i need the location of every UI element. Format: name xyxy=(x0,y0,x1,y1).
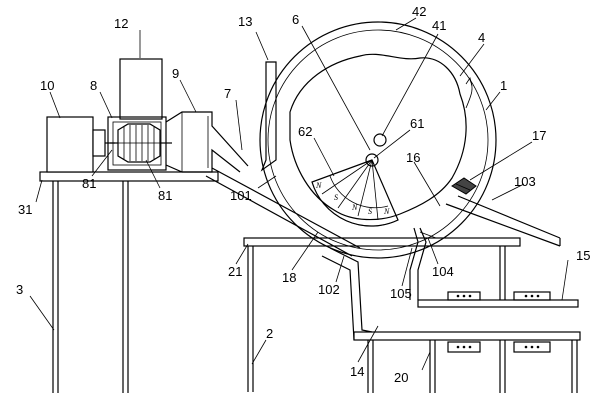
label-4: 4 xyxy=(478,30,485,45)
drum-core-4 xyxy=(289,53,467,221)
label-20: 20 xyxy=(394,370,408,385)
label-3: 3 xyxy=(16,282,23,297)
label-61: 61 xyxy=(410,116,424,131)
label-101: 101 xyxy=(230,188,252,203)
table-21 xyxy=(243,237,521,247)
drum-1 xyxy=(259,21,497,259)
label-41: 41 xyxy=(432,18,446,33)
label-14: 14 xyxy=(350,364,364,379)
label-15: 15 xyxy=(576,248,590,263)
label-104: 104 xyxy=(432,264,454,279)
left-support-frame xyxy=(39,171,219,393)
magnet-sector-62: N S N S N xyxy=(311,133,399,227)
top-plate-31 xyxy=(39,171,219,182)
label-9: 9 xyxy=(172,66,179,81)
label-102: 102 xyxy=(318,282,340,297)
lower-frame-14 xyxy=(353,331,581,393)
label-6: 6 xyxy=(292,12,299,27)
discharge-chute-103 xyxy=(445,195,561,247)
table-20 xyxy=(353,331,581,341)
feed-hopper-12 xyxy=(119,58,163,120)
middle-frame-2 xyxy=(243,237,521,392)
motor-10 xyxy=(46,116,115,173)
label-62: 62 xyxy=(298,124,312,139)
label-21: 21 xyxy=(228,264,242,279)
label-8: 8 xyxy=(90,78,97,93)
label-10: 10 xyxy=(40,78,54,93)
label-42: 42 xyxy=(412,4,426,19)
label-1: 1 xyxy=(500,78,507,93)
label-18: 18 xyxy=(282,270,296,285)
label-81-right: 81 xyxy=(158,188,172,203)
reference-labels: 10 12 8 9 7 13 6 42 41 4 1 61 62 17 16 1… xyxy=(16,4,590,385)
magnet-pole-4: S xyxy=(368,207,372,216)
magnet-pole-2: S xyxy=(334,193,338,202)
label-16: 16 xyxy=(406,150,420,165)
roller-pair-81 xyxy=(117,123,161,163)
label-31: 31 xyxy=(18,202,32,217)
label-13: 13 xyxy=(238,14,252,29)
tray-15 xyxy=(417,291,579,308)
label-12: 12 xyxy=(114,16,128,31)
scraper-17 xyxy=(451,177,477,195)
label-81-left: 81 xyxy=(82,176,96,191)
bin-104 xyxy=(419,231,437,239)
roller-housing-8 xyxy=(107,116,172,171)
leader-lines xyxy=(29,17,569,371)
label-105: 105 xyxy=(390,286,412,301)
duct-9 xyxy=(165,111,249,173)
label-7: 7 xyxy=(224,86,231,101)
axle-41 xyxy=(373,133,387,147)
feed-plate-13 xyxy=(260,61,277,172)
label-2: 2 xyxy=(266,326,273,341)
magnet-pole-5: N xyxy=(383,207,390,216)
chute-101 xyxy=(205,167,361,257)
label-103: 103 xyxy=(514,174,536,189)
magnet-pole-1: N xyxy=(315,181,322,190)
magnet-pole-3: N xyxy=(351,203,358,212)
label-17: 17 xyxy=(532,128,546,143)
collection-funnel-102 xyxy=(321,227,427,341)
